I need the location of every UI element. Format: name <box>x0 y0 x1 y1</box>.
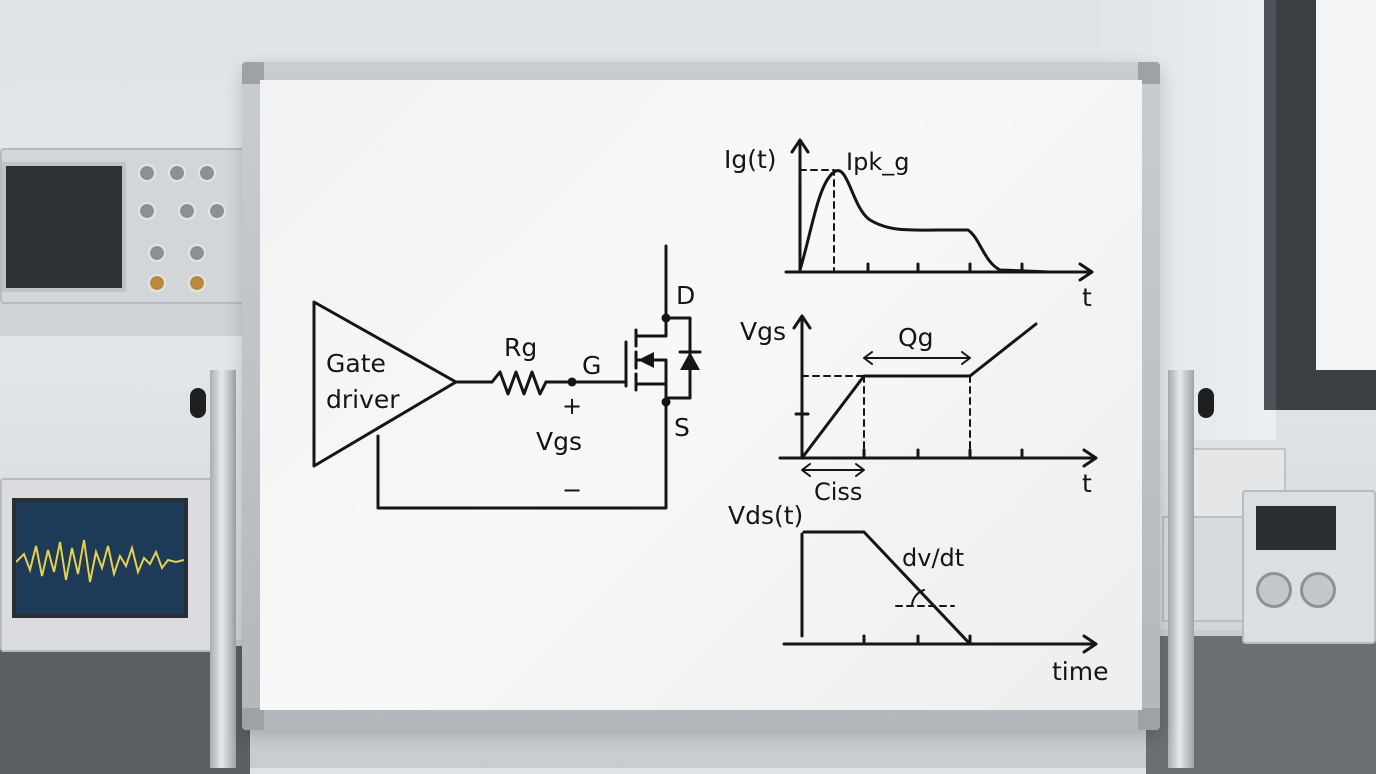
vds-x-axis <box>782 634 1098 654</box>
ig-ticks <box>866 262 1024 274</box>
ig-peak-guide <box>799 169 835 271</box>
diode-leads <box>664 316 692 400</box>
knob-icon <box>208 202 226 220</box>
plus-sign: + <box>562 392 582 420</box>
bench-left <box>0 640 250 774</box>
knob-icon <box>138 202 156 220</box>
stand-post-right <box>1168 370 1194 768</box>
vds-xlabel: time <box>1052 657 1108 686</box>
knob-icon <box>178 202 196 220</box>
knob-icon <box>168 164 186 182</box>
frame-corner <box>242 62 264 84</box>
resistor-label: Rg <box>504 333 537 362</box>
gate-label: G <box>582 351 601 380</box>
stand-post-left <box>210 370 236 768</box>
vgs-guides <box>801 375 971 459</box>
stand-knob-icon <box>190 388 206 418</box>
vgs-ylabel: Vgs <box>740 317 786 346</box>
knob-icon <box>148 244 166 262</box>
psu-display <box>1256 506 1336 550</box>
slope-angle <box>911 589 925 607</box>
source-label: S <box>674 413 690 442</box>
dial-icon <box>1300 572 1336 608</box>
vgs-xlabel: t <box>1082 469 1092 498</box>
minus-sign: − <box>562 476 582 504</box>
window-frame <box>1264 0 1376 410</box>
dvdt-label: dv/dt <box>902 544 964 572</box>
ig-y-axis <box>790 138 810 274</box>
gate-node <box>567 377 577 387</box>
oscilloscope-bottom <box>0 478 214 652</box>
waveform-icon <box>16 539 184 583</box>
window-glass <box>1316 0 1376 370</box>
qg-arrow <box>863 351 971 365</box>
knob-icon <box>198 164 216 182</box>
drain-lead <box>634 244 668 338</box>
stand-knob-icon <box>1198 388 1214 418</box>
ig-ylabel: Ig(t) <box>724 145 777 174</box>
mosfet-arrow-icon <box>638 352 654 368</box>
vgs-curve <box>800 322 1038 460</box>
ig-curve <box>798 169 1052 274</box>
ciss-arrow <box>801 463 865 477</box>
whiteboard-surface <box>260 80 1142 710</box>
power-supply <box>1242 490 1376 644</box>
vgs-x-axis <box>778 448 1098 468</box>
connector-icon <box>148 274 166 292</box>
vds-curve <box>802 530 1048 646</box>
driver-label-line2: driver <box>326 385 400 414</box>
vgs-y-axis <box>792 314 812 460</box>
dial-icon <box>1256 572 1292 608</box>
diode-icon <box>680 352 700 370</box>
ig-xlabel: t <box>1082 283 1092 312</box>
source-node <box>661 397 671 407</box>
gate-driver-triangle <box>312 300 458 468</box>
source-lead <box>634 382 668 420</box>
driver-label-line1: Gate <box>326 349 386 378</box>
drain-node <box>661 313 671 323</box>
oscilloscope-screen <box>2 162 126 292</box>
vgs-circuit-label: Vgs <box>536 427 582 456</box>
knob-icon <box>188 244 206 262</box>
qg-label: Qg <box>898 323 934 352</box>
ig-peak-label: Ipk_g <box>846 148 909 176</box>
knob-icon <box>138 164 156 182</box>
resistor-icon <box>490 370 548 396</box>
frame-corner <box>1138 708 1160 730</box>
frame-corner <box>1138 62 1160 84</box>
vds-ylabel: Vds(t) <box>728 501 803 530</box>
frame-corner <box>242 708 264 730</box>
ciss-label: Ciss <box>814 478 862 506</box>
return-wire <box>376 416 668 510</box>
oscilloscope-screen <box>12 498 188 618</box>
drain-label: D <box>676 281 695 310</box>
oscilloscope-top <box>0 148 246 304</box>
connector-icon <box>188 274 206 292</box>
